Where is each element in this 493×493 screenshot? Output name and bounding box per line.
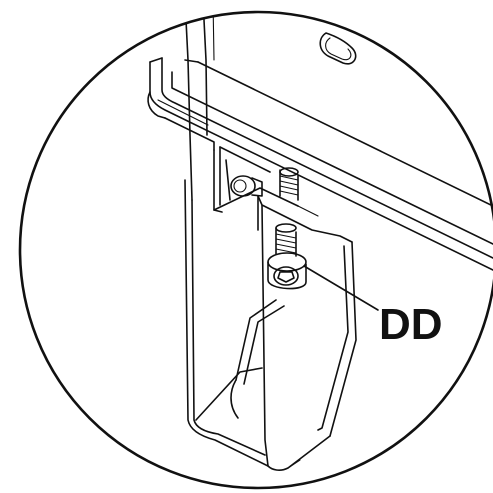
horizontal-channel [147, 57, 493, 271]
detail-contents [147, 12, 493, 471]
detail-circle-outline [18, 10, 493, 490]
hanging-bracket [184, 179, 357, 471]
slot-hole [319, 32, 357, 65]
front-screw-dd [267, 223, 307, 290]
mounting-bracket [213, 146, 319, 217]
callout-leader-line [303, 265, 379, 311]
upper-screw [279, 167, 299, 201]
callout-label-dd: DD [379, 300, 443, 349]
back-vertical-plate [184, 12, 215, 201]
side-nut [230, 175, 263, 197]
